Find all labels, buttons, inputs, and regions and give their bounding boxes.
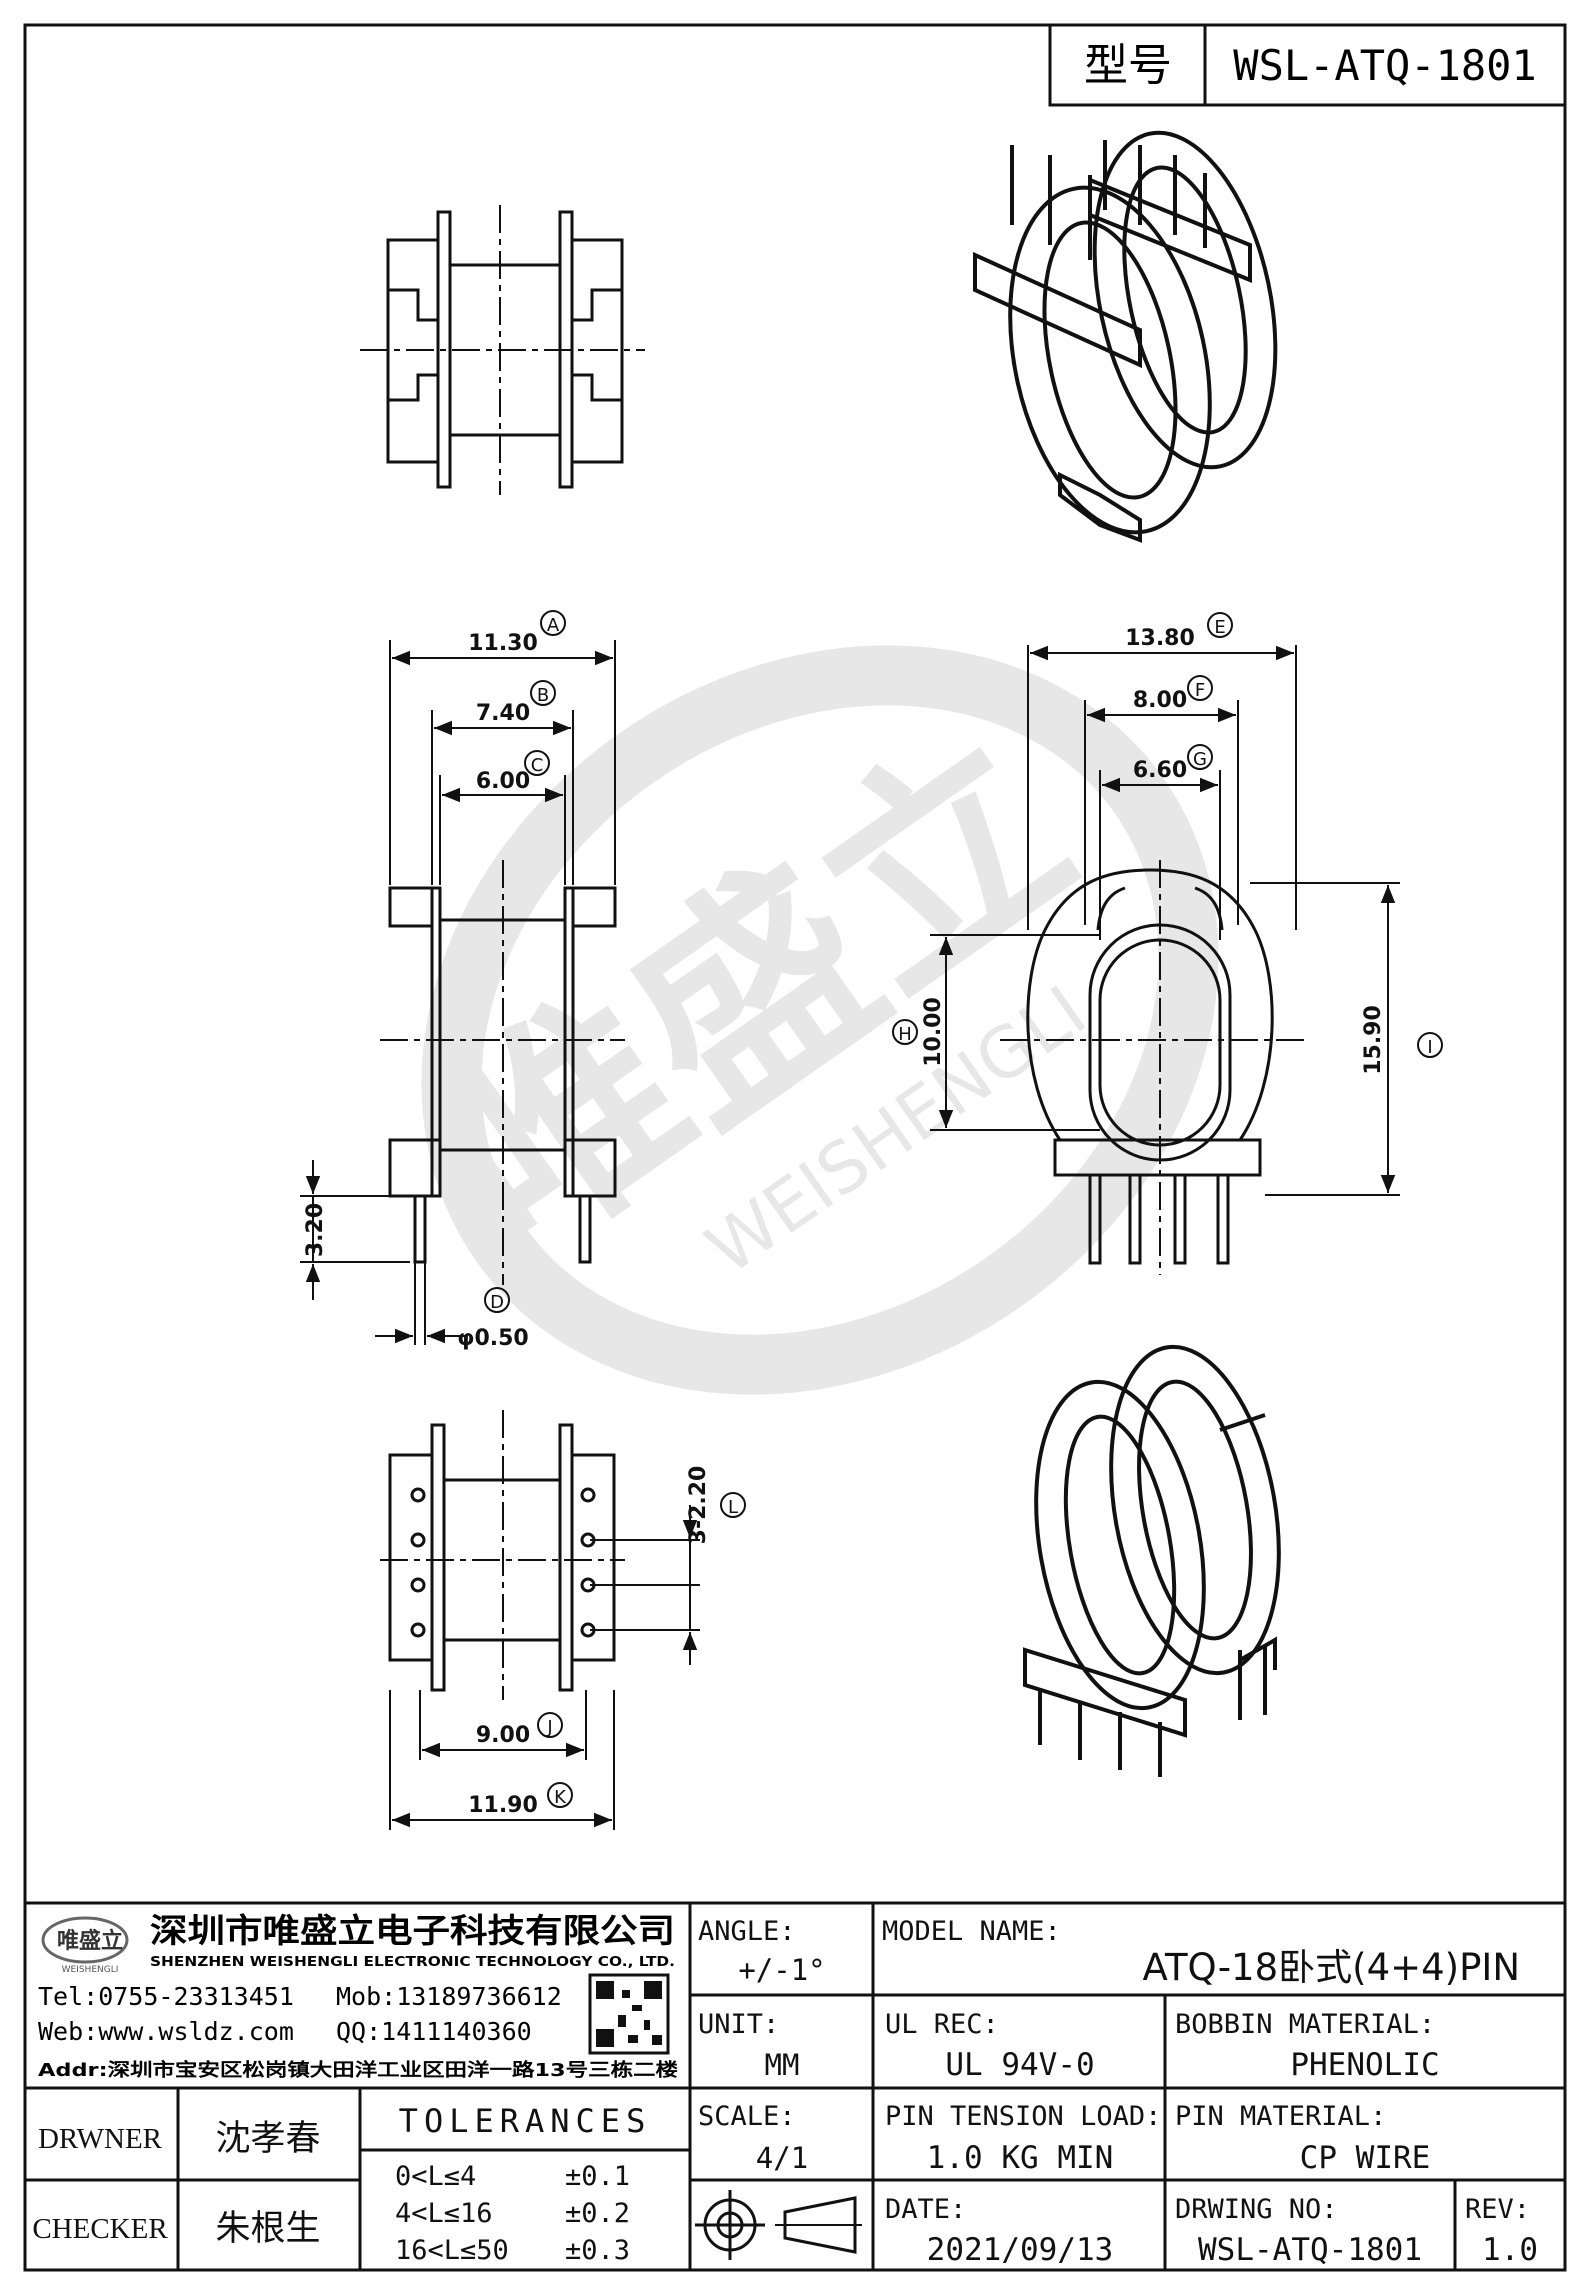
svg-text:E: E (1214, 617, 1225, 638)
svg-text:唯盛立: 唯盛立 (57, 1928, 123, 1954)
dim-pin-length: 3.20 (303, 1203, 328, 1257)
dim-c-value: 6.00 (476, 769, 530, 794)
svg-text:H: H (898, 1024, 912, 1045)
bobbin-material-label: BOBBIN MATERIAL: (1175, 2009, 1435, 2040)
svg-text:F: F (1195, 680, 1205, 701)
projection-symbol-icon (695, 2190, 862, 2260)
top-title-box: 型号 WSL-ATQ-1801 (1048, 23, 1567, 107)
isometric-view-bottom (1023, 1344, 1281, 1777)
svg-text:I: I (1427, 1037, 1432, 1058)
tolerances-label: TOLERANCES (399, 2102, 652, 2140)
company-tel: Tel:0755-23313451 (38, 1982, 294, 2011)
svg-text:B: B (537, 685, 549, 706)
unit-label: UNIT: (698, 2009, 779, 2040)
svg-text:K: K (554, 1787, 567, 1808)
bottom-view (380, 1410, 625, 1700)
watermark: 唯盛立 WEISHENGLI (396, 645, 1219, 1395)
angle-label: ANGLE: (698, 1916, 796, 1947)
drawing-no-label: DRWING NO: (1175, 2194, 1338, 2225)
pin-tension-label: PIN TENSION LOAD: (885, 2101, 1161, 2132)
scale-label: SCALE: (698, 2101, 796, 2132)
scale-value: 4/1 (756, 2141, 808, 2175)
title-block (25, 1901, 1565, 2270)
company-address: Addr:深圳市宝安区松岗镇大田洋工业区田洋一路13号三栋二楼 (38, 2059, 678, 2081)
date-label: DATE: (885, 2194, 966, 2225)
front-view-dimensions (300, 640, 616, 1345)
bobbin-material-value: PHENOLIC (1290, 2047, 1439, 2083)
rev-label: REV: (1465, 2194, 1530, 2225)
company-qq: QQ:1411140360 (336, 2017, 532, 2046)
rev-value: 1.0 (1482, 2232, 1538, 2268)
top-view (360, 205, 645, 495)
side-view-dimensions (930, 645, 1400, 1196)
unit-value: MM (765, 2048, 800, 2082)
tol-range-2: 4<L≤16 (395, 2198, 493, 2229)
dim-e-value: 13.80 (1125, 626, 1195, 651)
dim-f-value: 8.00 (1133, 688, 1187, 713)
type-value: WSL-ATQ-1801 (1233, 41, 1536, 90)
company-web: Web:www.wsldz.com (38, 2017, 294, 2046)
model-name-value: ATQ-18卧式(4+4)PIN (1143, 1946, 1520, 1989)
svg-text:WEISHENGLI: WEISHENGLI (62, 1965, 119, 1975)
dim-j-value: 9.00 (476, 1723, 530, 1748)
dim-i-value: 15.90 (1361, 1005, 1386, 1075)
svg-text:L: L (728, 1497, 738, 1518)
side-view-dim-labels: E 13.80 F 8.00 G 6.60 H 10.00 I 15.90 (892, 612, 1443, 1075)
tol-range-1: 0<L≤4 (395, 2161, 476, 2192)
svg-text:J: J (546, 1717, 552, 1738)
dim-k-value: 11.90 (468, 1793, 538, 1818)
front-view (380, 860, 625, 1285)
checker-value: 朱根生 (215, 2209, 320, 2249)
date-value: 2021/09/13 (927, 2232, 1114, 2268)
dim-l-value: 3-2.20 (686, 1466, 711, 1545)
bottom-view-dim-labels: L 3-2.20 J 9.00 K 11.90 (468, 1466, 746, 1818)
pin-tension-value: 1.0 KG MIN (927, 2140, 1114, 2176)
pin-material-value: CP WIRE (1300, 2140, 1431, 2176)
bottom-view-dimensions (389, 1505, 700, 1830)
dim-a-value: 11.30 (468, 631, 538, 656)
ul-rec-value: UL 94V-0 (945, 2047, 1094, 2083)
drawer-value: 沈孝春 (215, 2119, 320, 2159)
front-view-dim-labels: A 11.30 B 7.40 C 6.00 3.20 D φ0.50 (303, 610, 566, 1351)
drawer-label: DRWNER (38, 2123, 163, 2155)
svg-text:D: D (490, 1292, 504, 1313)
company-name-cn: 深圳市唯盛立电子科技有限公司 (150, 1911, 675, 1950)
svg-text:C: C (531, 755, 544, 776)
type-label: 型号 (1084, 40, 1172, 91)
qr-code (588, 1973, 670, 2055)
isometric-view-top (973, 130, 1278, 543)
dim-d-value: φ0.50 (457, 1326, 529, 1351)
pin-material-label: PIN MATERIAL: (1175, 2101, 1386, 2132)
tol-value-2: ±0.2 (565, 2198, 630, 2229)
model-name-label: MODEL NAME: (882, 1916, 1061, 1947)
ul-rec-label: UL REC: (885, 2009, 999, 2040)
dim-h-value: 10.00 (921, 997, 946, 1067)
svg-text:G: G (1193, 749, 1207, 770)
dim-g-value: 6.60 (1133, 758, 1187, 783)
svg-text:A: A (547, 615, 560, 636)
side-view (1000, 860, 1310, 1275)
company-name-en: SHENZHEN WEISHENGLI ELECTRONIC TECHNOLOG… (150, 1955, 675, 1970)
checker-label: CHECKER (32, 2213, 168, 2245)
tol-range-3: 16<L≤50 (395, 2235, 509, 2266)
company-mob: Mob:13189736612 (336, 1982, 562, 2011)
tol-value-1: ±0.1 (565, 2161, 630, 2192)
drawing-no-value: WSL-ATQ-1801 (1198, 2232, 1422, 2268)
angle-value: +/-1° (738, 1953, 825, 1987)
dim-b-value: 7.40 (476, 701, 530, 726)
sheet-border (23, 23, 1567, 2272)
tol-value-3: ±0.3 (565, 2235, 630, 2266)
company-logo: 唯盛立 WEISHENGLI (41, 1916, 129, 1975)
